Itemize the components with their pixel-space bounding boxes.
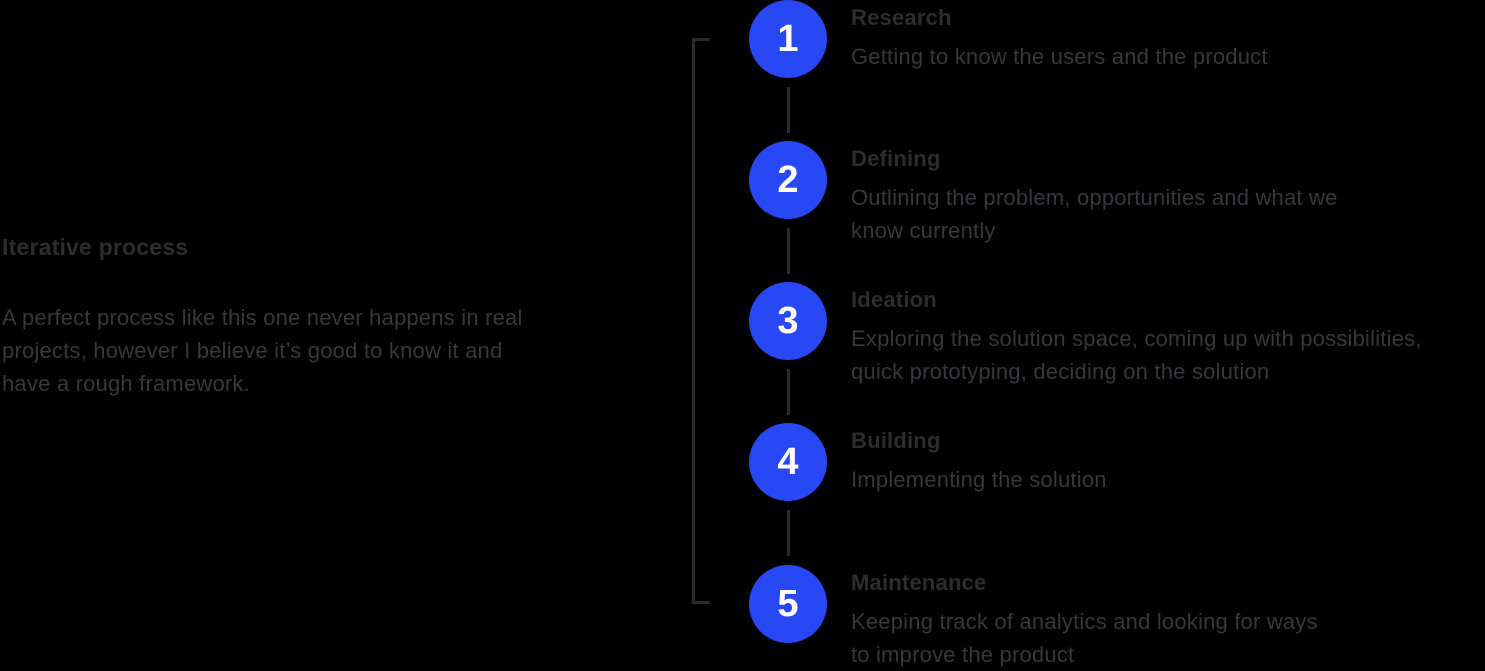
step-description-line: Exploring the solution space, coming up … bbox=[851, 326, 1422, 351]
step-maintenance: Maintenance Keeping track of analytics a… bbox=[851, 570, 1485, 671]
step-circle-2: 2 bbox=[749, 141, 827, 219]
step-number: 4 bbox=[777, 440, 799, 483]
connector-line bbox=[787, 369, 790, 415]
intro-paragraph-line: A perfect process like this one never ha… bbox=[2, 305, 523, 330]
step-circle-5: 5 bbox=[749, 565, 827, 643]
step-title: Building bbox=[851, 428, 941, 453]
intro-paragraph: A perfect process like this one never ha… bbox=[2, 301, 612, 400]
intro-block: Iterative process A perfect process like… bbox=[2, 234, 612, 400]
iteration-bracket-line bbox=[692, 38, 710, 604]
step-number: 1 bbox=[777, 17, 799, 60]
intro-paragraph-line: have a rough framework. bbox=[2, 371, 250, 396]
connector-line bbox=[787, 87, 790, 133]
step-circle-1: 1 bbox=[749, 0, 827, 78]
step-research: Research Getting to know the users and t… bbox=[851, 5, 1485, 73]
step-ideation: Ideation Exploring the solution space, c… bbox=[851, 287, 1485, 388]
step-description-line: Getting to know the users and the produc… bbox=[851, 44, 1268, 69]
step-description-line: Implementing the solution bbox=[851, 467, 1107, 492]
step-number: 2 bbox=[777, 158, 799, 201]
step-number: 3 bbox=[777, 299, 799, 342]
step-title: Maintenance bbox=[851, 570, 987, 595]
step-building: Building Implementing the solution bbox=[851, 428, 1485, 496]
intro-paragraph-line: projects, however I believe it’s good to… bbox=[2, 338, 503, 363]
step-description-line: know currently bbox=[851, 218, 996, 243]
step-description-line: to improve the product bbox=[851, 642, 1075, 667]
step-defining: Defining Outlining the problem, opportun… bbox=[851, 146, 1485, 247]
step-circle-4: 4 bbox=[749, 423, 827, 501]
connector-line bbox=[787, 228, 790, 274]
step-number: 5 bbox=[777, 582, 799, 625]
step-circle-3: 3 bbox=[749, 282, 827, 360]
step-description-line: Outlining the problem, opportunities and… bbox=[851, 185, 1338, 210]
connector-line bbox=[787, 510, 790, 556]
step-title: Ideation bbox=[851, 287, 937, 312]
step-description-line: quick prototyping, deciding on the solut… bbox=[851, 359, 1270, 384]
step-title: Research bbox=[851, 5, 952, 30]
intro-heading: Iterative process bbox=[2, 234, 189, 260]
step-description-line: Keeping track of analytics and looking f… bbox=[851, 609, 1318, 634]
step-title: Defining bbox=[851, 146, 941, 171]
